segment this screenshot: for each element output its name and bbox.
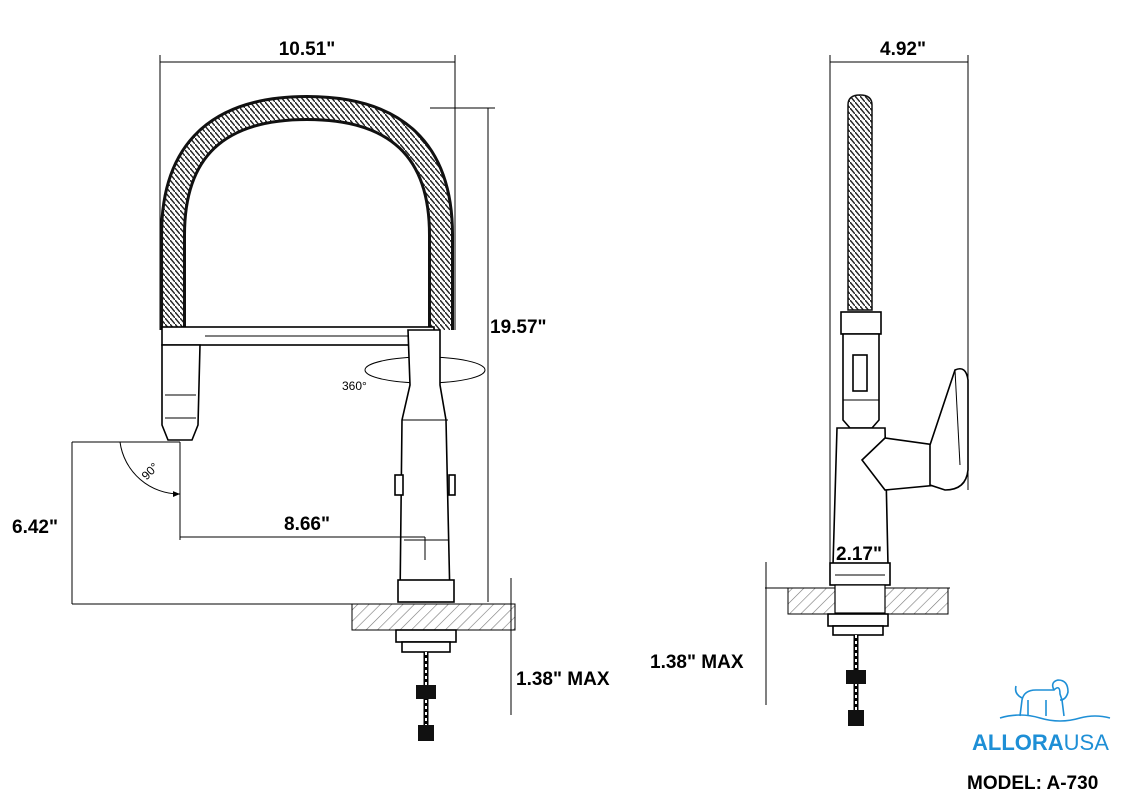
side-handle-lever xyxy=(929,367,969,491)
rotation-label: 360° xyxy=(342,379,367,393)
wave-icon xyxy=(999,714,1111,722)
front-height-label: 19.57" xyxy=(490,317,547,338)
front-width-label: 10.51" xyxy=(279,39,336,60)
allora-usa-logo: ALLORAUSA xyxy=(972,679,1111,755)
logo-wordmark: ALLORAUSA xyxy=(972,730,1109,755)
side-base-label: 2.17" xyxy=(836,544,882,565)
spray-button xyxy=(852,354,868,392)
spray-head xyxy=(161,344,201,441)
angle-label: 90° xyxy=(139,460,162,483)
side-spring-coil xyxy=(847,94,873,311)
side-mounting-nut xyxy=(827,613,889,627)
counter-deck xyxy=(351,603,516,631)
logo-brand-light: USA xyxy=(1064,730,1110,755)
faucet-base xyxy=(397,579,455,603)
side-deck-label: 1.38" MAX xyxy=(650,652,744,673)
side-width-label: 4.92" xyxy=(880,39,926,60)
lion-icon xyxy=(1014,679,1069,717)
spout-height-label: 6.42" xyxy=(12,517,58,538)
swing-arc xyxy=(119,441,181,498)
side-spray-collar xyxy=(840,311,882,335)
shank-nut xyxy=(416,685,436,699)
logo-brand-bold: ALLORA xyxy=(972,730,1064,755)
mounting-nut xyxy=(395,629,457,643)
side-hose-end xyxy=(848,710,864,726)
front-deck-label: 1.38" MAX xyxy=(516,669,610,690)
model-label: MODEL: A-730 xyxy=(967,773,1098,794)
reach-label: 8.66" xyxy=(284,514,330,535)
front-view: 10.51" 19.57" 360° 90° 6.42" xyxy=(12,39,610,741)
side-faucet-base xyxy=(829,562,891,586)
side-view: 4.92" 2.17" 1.38" MAX xyxy=(650,39,969,726)
hose-end xyxy=(418,725,434,741)
handle-lever xyxy=(394,474,404,496)
